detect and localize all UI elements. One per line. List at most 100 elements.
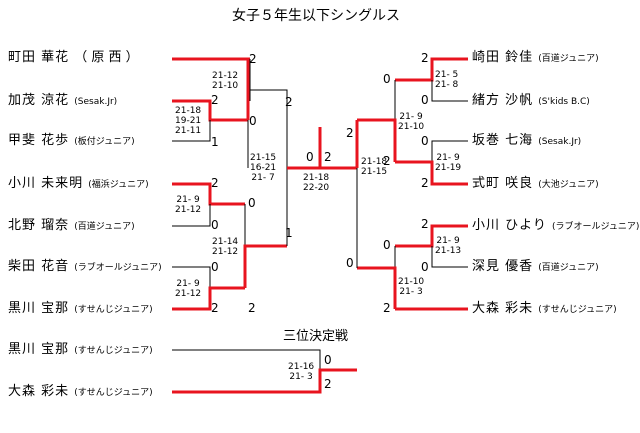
match-score: 2 xyxy=(211,93,219,107)
player-name: 北野 瑠奈 xyxy=(8,218,70,233)
player-name: 加茂 涼花 xyxy=(8,93,70,108)
player-club: (すせんじジュニア) xyxy=(74,305,153,315)
match-games: 21- 9 21-13 xyxy=(435,236,462,256)
player-name: 緒方 沙帆 xyxy=(472,93,534,108)
player-club: (Sesak.Jr) xyxy=(538,137,582,147)
bracket-line xyxy=(172,286,245,311)
right-player-6: 深見 優香 (百道ジュニア) xyxy=(472,260,599,273)
final-score-right: 2 xyxy=(324,150,332,164)
player-name: 小川 ひより xyxy=(472,218,547,233)
match-games: 21- 9 21-12 xyxy=(175,195,202,215)
player-club: (大池ジュニア) xyxy=(538,180,599,190)
player-club: (すせんじジュニア) xyxy=(74,388,153,398)
bracket-line xyxy=(431,140,468,162)
match-score: 0 xyxy=(421,260,429,274)
bracket-title: 女子５年生以下シングルス xyxy=(232,8,400,24)
final-games: 21-18 22-20 xyxy=(303,173,330,193)
match-games: 21-15 16-21 21- 7 xyxy=(250,153,277,183)
player-club: (すせんじジュニア) xyxy=(538,305,617,315)
match-games: 21- 5 21- 8 xyxy=(435,70,459,90)
match-games: 21-10 21- 3 xyxy=(398,277,425,297)
player-club: (すせんじジュニア) xyxy=(74,346,153,356)
match-score: 2 xyxy=(421,51,429,65)
final-score-left: 0 xyxy=(306,150,314,164)
match-score: 0 xyxy=(248,196,256,210)
left-player-5: 北野 瑠奈 (百道ジュニア) xyxy=(8,219,135,232)
bracket-line xyxy=(243,244,287,288)
match-games: 21-18 19-21 21-11 xyxy=(175,106,202,136)
match-games: 21-16 21- 3 xyxy=(288,362,315,382)
bracket-line xyxy=(431,246,468,268)
left-player-4: 小川 未来明 (福浜ジュニア) xyxy=(8,177,149,190)
match-score: 2 xyxy=(249,52,257,66)
player-name: 甲斐 花歩 xyxy=(8,133,70,148)
bracket-line xyxy=(172,204,211,227)
player-club: (板付ジュニア) xyxy=(74,137,135,147)
match-score: 2 xyxy=(421,176,429,190)
third-player-1: 黒川 宝那 (すせんじジュニア) xyxy=(8,343,153,356)
match-score: 2 xyxy=(211,301,219,315)
player-club: (S'kids B.C) xyxy=(538,97,590,107)
match-games: 21- 9 21-12 xyxy=(175,279,202,299)
match-score: 2 xyxy=(346,126,354,140)
third-place-title: 三位決定戦 xyxy=(283,329,349,344)
bracket-line xyxy=(172,266,211,288)
match-score: 0 xyxy=(383,72,391,86)
right-player-4: 式町 咲良 (大池ジュニア) xyxy=(472,177,599,190)
player-name: 大森 彩未 xyxy=(8,384,70,399)
bracket-line xyxy=(172,99,248,122)
match-games: 21-12 21-10 xyxy=(212,71,239,91)
match-games: 21- 9 21-10 xyxy=(398,112,425,132)
player-name: 黒川 宝那 xyxy=(8,301,70,316)
match-score: 2 xyxy=(383,301,391,315)
match-score: 2 xyxy=(211,176,219,190)
player-name: 柴田 花音 xyxy=(8,259,70,274)
bracket-line xyxy=(395,160,468,186)
match-score: 2 xyxy=(248,301,256,315)
match-score: 1 xyxy=(285,226,293,240)
player-name: 式町 咲良 xyxy=(472,176,534,191)
right-player-3: 坂巻 七海 (Sesak.Jr) xyxy=(472,134,581,147)
bracket-line xyxy=(172,120,211,142)
player-club: (Sesak.Jr) xyxy=(74,97,118,107)
match-score: 0 xyxy=(383,238,391,252)
left-player-2: 加茂 涼花 (Sesak.Jr) xyxy=(8,94,117,107)
left-player-6: 柴田 花音 (ラブオールジュニア) xyxy=(8,260,162,273)
bracket-line xyxy=(357,118,397,162)
player-name: 黒川 宝那 xyxy=(8,342,70,357)
player-club: （ 原 西 ） xyxy=(74,50,139,65)
match-score: 0 xyxy=(211,260,219,274)
match-score: 0 xyxy=(211,218,219,232)
right-player-5: 小川 ひより (ラブオールジュニア) xyxy=(472,219,639,232)
player-name: 崎田 鈴佳 xyxy=(472,50,534,65)
match-score: 0 xyxy=(249,114,257,128)
third-player-2: 大森 彩未 (すせんじジュニア) xyxy=(8,385,153,398)
bracket-line xyxy=(172,182,245,206)
player-name: 小川 未来明 xyxy=(8,176,84,191)
player-name: 深見 優香 xyxy=(472,259,534,274)
match-games: 21- 9 21-19 xyxy=(435,153,462,173)
player-club: (ラブオールジュニア) xyxy=(74,263,162,273)
bracket-line xyxy=(395,57,468,82)
match-score: 0 xyxy=(421,134,429,148)
right-player-7: 大森 彩未 (すせんじジュニア) xyxy=(472,302,617,315)
match-score: 2 xyxy=(285,95,293,109)
player-name: 町田 華花 xyxy=(8,50,70,65)
match-score: 0 xyxy=(421,93,429,107)
player-club: (福浜ジュニア) xyxy=(88,180,149,190)
left-player-3: 甲斐 花歩 (板付ジュニア) xyxy=(8,134,135,147)
bracket-line xyxy=(172,349,321,370)
bracket-line xyxy=(431,80,468,102)
match-games: 21-18 21-15 xyxy=(361,157,388,177)
left-player-7: 黒川 宝那 (すせんじジュニア) xyxy=(8,302,153,315)
right-player-2: 緒方 沙帆 (S'kids B.C) xyxy=(472,94,590,107)
bracket-line xyxy=(172,368,357,394)
match-score: 0 xyxy=(324,353,332,367)
match-score: 2 xyxy=(383,154,391,168)
bracket-line xyxy=(395,224,468,248)
match-score: 1 xyxy=(211,135,219,149)
player-club: (ラブオールジュニア) xyxy=(552,222,640,232)
match-score: 2 xyxy=(421,217,429,231)
